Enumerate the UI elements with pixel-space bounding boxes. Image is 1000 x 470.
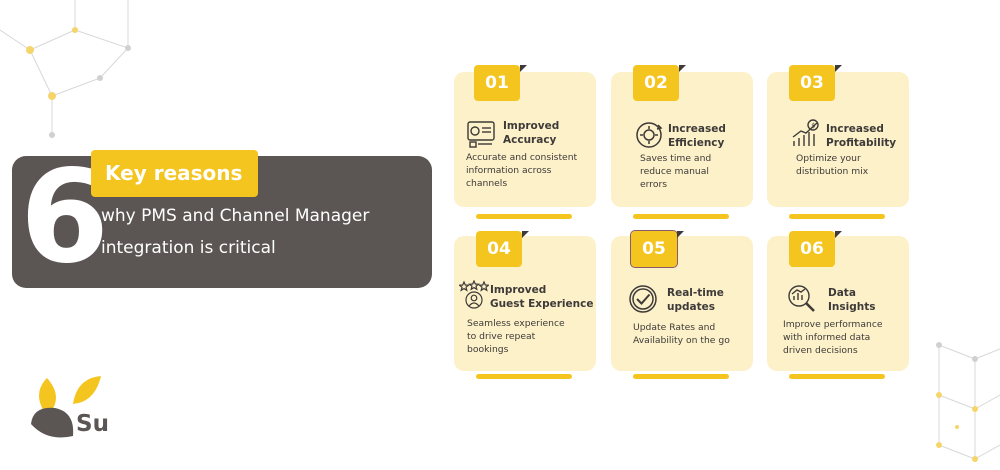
card-accent-bar — [476, 214, 572, 219]
card-title-line-2: Insights — [828, 301, 876, 313]
card-desc-line-2: information across — [466, 165, 552, 176]
card-number-badge: 03 — [789, 65, 842, 101]
card-title-line-2: Profitability — [826, 137, 897, 149]
reason-card-02: 02 Increased Efficiency Saves time and r… — [611, 65, 753, 219]
card-number-badge: 06 — [789, 231, 842, 267]
card-desc-line-3: errors — [640, 179, 668, 190]
card-title-line-1: Increased — [668, 123, 726, 135]
card-desc-line-1: Update Rates and — [633, 322, 716, 333]
card-desc-line-1: Saves time and — [640, 153, 712, 164]
card-desc-line-1: Improve performance — [783, 319, 883, 330]
card-desc-line-1: Optimize your — [796, 153, 861, 164]
reason-card-03: 03 $ Increased Profitability Optimize yo… — [767, 65, 909, 219]
reason-card-06: 06 Data Insights Improve performance wit… — [767, 231, 909, 379]
card-accent-bar — [789, 214, 885, 219]
accuracy-checklist-icon — [467, 121, 495, 148]
card-number-badge: 05 — [630, 230, 684, 268]
decorative-network-top-left — [0, 0, 131, 138]
card-title-line-1: Increased — [826, 123, 884, 135]
card-title-line-2: Guest Experience — [490, 298, 594, 310]
gear-cycle-icon — [636, 122, 663, 148]
card-desc-line-3: bookings — [467, 344, 509, 355]
key-reasons-badge: Key reasons — [91, 150, 259, 197]
reason-card-05: 05 Real-time updates Update Rates and Av… — [611, 230, 753, 379]
card-accent-bar — [633, 214, 729, 219]
reason-card-01: 01 Improved Accuracy Accurate and consis… — [454, 65, 596, 219]
card-title-line-1: Improved — [490, 284, 547, 296]
card-number-badge: 02 — [633, 65, 686, 101]
card-accent-bar — [789, 374, 885, 379]
hero-number: 6 — [20, 143, 110, 292]
guest-rating-stars-icon — [459, 280, 489, 309]
card-desc-line-3: driven decisions — [783, 345, 858, 356]
card-title-line-2: updates — [667, 301, 715, 313]
magnifier-chart-icon — [788, 285, 815, 312]
card-desc-line-2: distribution mix — [796, 166, 869, 177]
leaf-logo-icon — [31, 376, 101, 438]
logo-text: Su — [76, 411, 109, 437]
card-desc-line-2: Availability on the go — [633, 335, 730, 346]
card-number-badge: 04 — [476, 231, 529, 267]
svg-text:$: $ — [811, 122, 815, 130]
decorative-network-bottom-right — [936, 342, 1000, 462]
card-desc-line-2: with informed data — [783, 332, 871, 343]
card-desc-line-2: reduce manual — [640, 166, 709, 177]
card-title-line-2: Accuracy — [503, 134, 557, 146]
card-number-badge: 01 — [474, 65, 527, 101]
card-desc-line-1: Seamless experience — [467, 318, 565, 329]
hero-subtitle-line-2: integration is critical — [101, 238, 276, 258]
card-desc-line-2: to drive repeat — [467, 331, 536, 342]
card-desc-line-3: channels — [466, 178, 508, 189]
card-title-line-1: Data — [828, 287, 856, 299]
reason-card-04: 04 Improved Guest Experience Seamless ex… — [454, 231, 596, 379]
checkmark-circle-icon — [629, 285, 657, 313]
card-title-line-2: Efficiency — [668, 137, 725, 149]
card-accent-bar — [633, 374, 729, 379]
card-title-line-1: Real-time — [667, 287, 724, 299]
hero-subtitle-line-1: why PMS and Channel Manager — [101, 206, 370, 226]
card-desc-line-1: Accurate and consistent — [466, 152, 578, 163]
profit-growth-chart-icon: $ — [792, 119, 819, 146]
card-accent-bar — [476, 374, 572, 379]
card-title-line-1: Improved — [503, 120, 560, 132]
